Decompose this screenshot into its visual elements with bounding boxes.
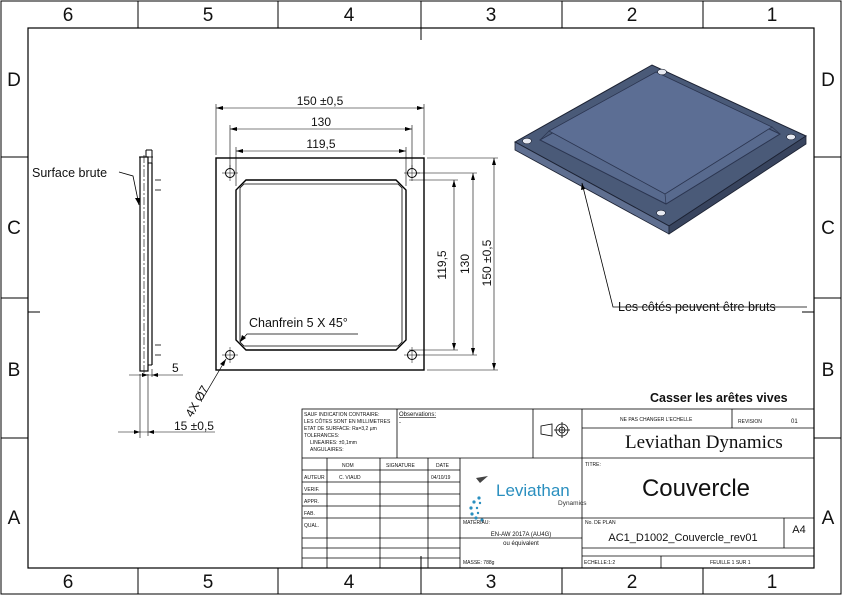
zone-col-5: 5 bbox=[203, 5, 214, 26]
hole-spacing-vertical-dimension: 130 bbox=[458, 254, 472, 274]
mass-label: MASSE: 788g bbox=[463, 560, 495, 566]
header-nom: NOM bbox=[342, 463, 354, 469]
break-edges-note: Casser les arêtes vives bbox=[650, 391, 788, 405]
material-line-2: ou équivalent bbox=[503, 541, 539, 547]
drawing-title: Couvercle bbox=[642, 475, 750, 502]
header-date: DATE bbox=[436, 463, 450, 469]
company-name: Leviathan Dynamics bbox=[625, 432, 783, 453]
overall-width-dimension: 150 ±0,5 bbox=[297, 94, 344, 108]
material-line-1: EN-AW 2017A (AU4G) bbox=[491, 532, 551, 538]
tolerance-line-4: TOLERANCES: bbox=[304, 433, 339, 439]
tolerance-line-1: SAUF INDICATION CONTRAIRE: bbox=[304, 412, 379, 418]
mounting-holes bbox=[222, 165, 420, 363]
tolerance-line-3: ETAT DE SURFACE: Ra=3,2 µm bbox=[304, 426, 377, 432]
zone-col-2: 2 bbox=[627, 5, 638, 26]
row-label-appr: APPR. bbox=[304, 499, 319, 505]
overall-height-dimension: 150 ±0,5 bbox=[480, 239, 494, 286]
zone-col-5-bottom: 5 bbox=[203, 572, 214, 593]
revision-label: REVISION bbox=[738, 419, 762, 425]
row-label-fab: FAB. bbox=[304, 511, 315, 517]
zone-col-4-bottom: 4 bbox=[344, 572, 355, 593]
row-label-verif: VERIF. bbox=[304, 487, 320, 493]
author-name: C. VIAUD bbox=[339, 475, 361, 481]
zone-row-a: A bbox=[8, 508, 21, 529]
zone-col-1: 1 bbox=[767, 5, 778, 26]
zone-row-c-right: C bbox=[821, 218, 835, 239]
logo-swirl-icon bbox=[469, 476, 488, 522]
inner-width-dimension: 119,5 bbox=[306, 137, 335, 151]
zone-row-d: D bbox=[7, 70, 21, 91]
vertical-dimensions bbox=[409, 157, 498, 371]
zone-row-b-right: B bbox=[822, 360, 835, 381]
observations-value: - bbox=[399, 420, 401, 426]
drawing-number-label: No. DE PLAN bbox=[585, 520, 616, 526]
zone-row-c: C bbox=[7, 218, 21, 239]
zone-row-a-right: A bbox=[822, 508, 835, 529]
front-view: 150 ±0,5 130 119,5 119,5 130 150 ±0,5 Ch… bbox=[182, 94, 498, 420]
sheet-label: FEUILLE 1 SUR 1 bbox=[710, 560, 751, 566]
chamfer-note: Chanfrein 5 X 45° bbox=[249, 316, 348, 330]
zone-row-b: B bbox=[8, 360, 21, 381]
material-label: MATERIAU: bbox=[463, 520, 490, 526]
hole-spacing-dimension: 130 bbox=[311, 115, 331, 129]
zone-col-4: 4 bbox=[344, 5, 355, 26]
horizontal-dimensions bbox=[215, 104, 425, 186]
thickness-dimension: 15 ±0,5 bbox=[174, 419, 214, 433]
isometric-view: Les côtés peuvent être bruts bbox=[513, 64, 808, 314]
logo-sub-text: Dynamics bbox=[558, 500, 587, 507]
inner-recess bbox=[235, 179, 407, 351]
revision-value: 01 bbox=[791, 419, 798, 425]
observations-label: Observations: bbox=[399, 412, 436, 418]
row-label-qual: QUAL. bbox=[304, 523, 319, 529]
projection-symbol-icon bbox=[540, 422, 570, 438]
drawing-number: AC1_D1002_Couvercle_rev01 bbox=[608, 532, 757, 544]
tolerance-line-6: ANGULAIRES: bbox=[310, 447, 344, 453]
tolerance-line-5: LINEAIRES: ±0,1mm bbox=[310, 440, 357, 446]
surface-brute-note: Surface brute bbox=[32, 166, 107, 180]
zone-col-1-bottom: 1 bbox=[767, 572, 778, 593]
do-not-scale-label: NE PAS CHANGER L'ECHELLE bbox=[620, 417, 693, 423]
logo-main-text: Leviathan bbox=[496, 481, 570, 500]
side-view: Surface brute 5 15 ±0,5 bbox=[32, 149, 215, 438]
zone-col-3-bottom: 3 bbox=[486, 572, 497, 593]
zone-labels: 6 5 4 3 2 1 6 5 4 3 2 1 D C B A D C B A bbox=[7, 5, 835, 593]
author-date: 04/10/19 bbox=[431, 475, 451, 481]
zone-col-6: 6 bbox=[63, 5, 74, 26]
leviathan-logo: Leviathan Dynamics bbox=[469, 476, 587, 522]
header-signature: SIGNATURE bbox=[386, 463, 415, 469]
tolerance-line-2: LES CÔTES SONT EN MILLIMETRES bbox=[304, 418, 391, 425]
zone-row-d-right: D bbox=[821, 70, 835, 91]
step-dimension: 5 bbox=[172, 361, 179, 375]
scale-label: ECHELLE:1:2 bbox=[584, 560, 615, 566]
zone-col-3: 3 bbox=[486, 5, 497, 26]
row-label-auteur: AUTEUR bbox=[304, 475, 325, 481]
holes-note: 4X Ø7 bbox=[182, 383, 211, 420]
titre-label: TITRE: bbox=[585, 462, 601, 468]
zone-col-6-bottom: 6 bbox=[63, 572, 74, 593]
plate-outline bbox=[215, 157, 425, 371]
title-block: SAUF INDICATION CONTRAIRE: LES CÔTES SON… bbox=[301, 408, 815, 569]
sides-raw-note: Les côtés peuvent être bruts bbox=[618, 300, 776, 314]
inner-height-dimension: 119,5 bbox=[435, 250, 449, 279]
sheet-size: A4 bbox=[792, 524, 805, 536]
zone-col-2-bottom: 2 bbox=[627, 572, 638, 593]
